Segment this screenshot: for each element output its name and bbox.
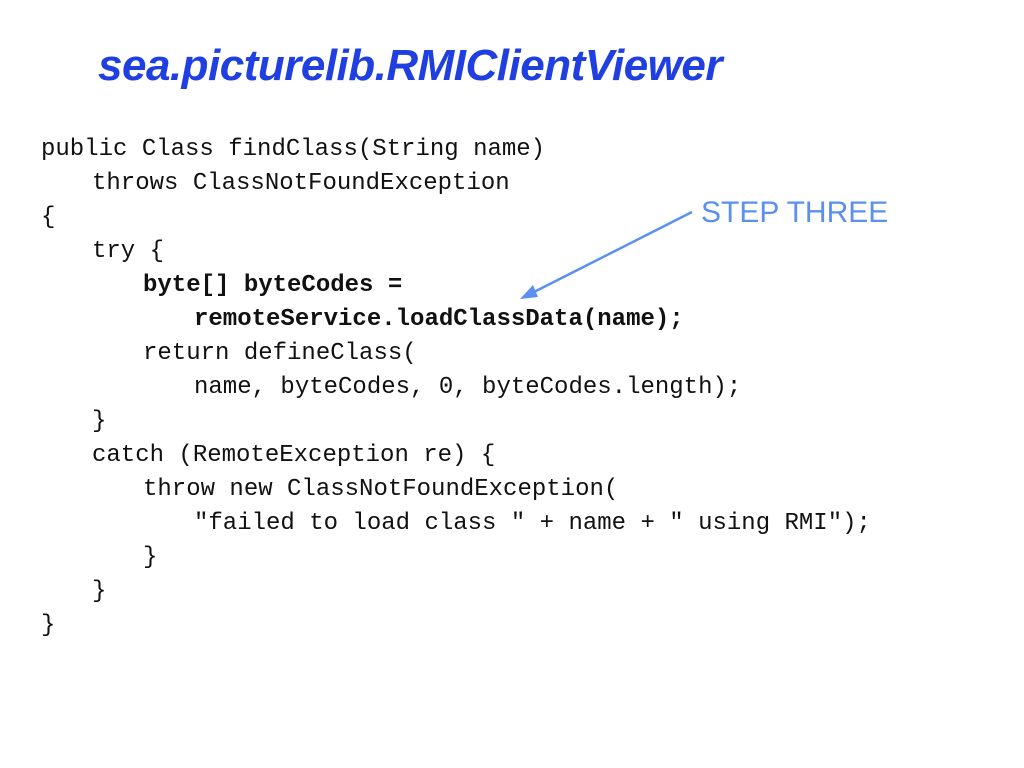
code-line: return defineClass(: [143, 340, 417, 367]
code-line: {: [41, 204, 56, 231]
code-line: public Class findClass(String name): [41, 136, 546, 163]
code-line-highlighted: byte[] byteCodes =: [143, 272, 403, 299]
code-line: }: [41, 612, 56, 639]
code-line: }: [92, 578, 107, 605]
code-line: }: [143, 544, 158, 571]
code-line: "failed to load class " + name + " using…: [194, 510, 871, 537]
code-block: public Class findClass(String name) thro…: [41, 133, 871, 643]
code-line: try {: [92, 238, 165, 265]
code-line: catch (RemoteException re) {: [92, 442, 496, 469]
code-line: }: [92, 408, 107, 435]
step-annotation: STEP THREE: [701, 196, 889, 229]
code-line: name, byteCodes, 0, byteCodes.length);: [194, 374, 742, 401]
slide-title: sea.picturelib.RMIClientViewer: [98, 41, 723, 90]
code-line-highlighted: remoteService.loadClassData(name);: [194, 306, 684, 333]
code-line: throw new ClassNotFoundException(: [143, 476, 619, 503]
code-line: throws ClassNotFoundException: [92, 170, 510, 197]
